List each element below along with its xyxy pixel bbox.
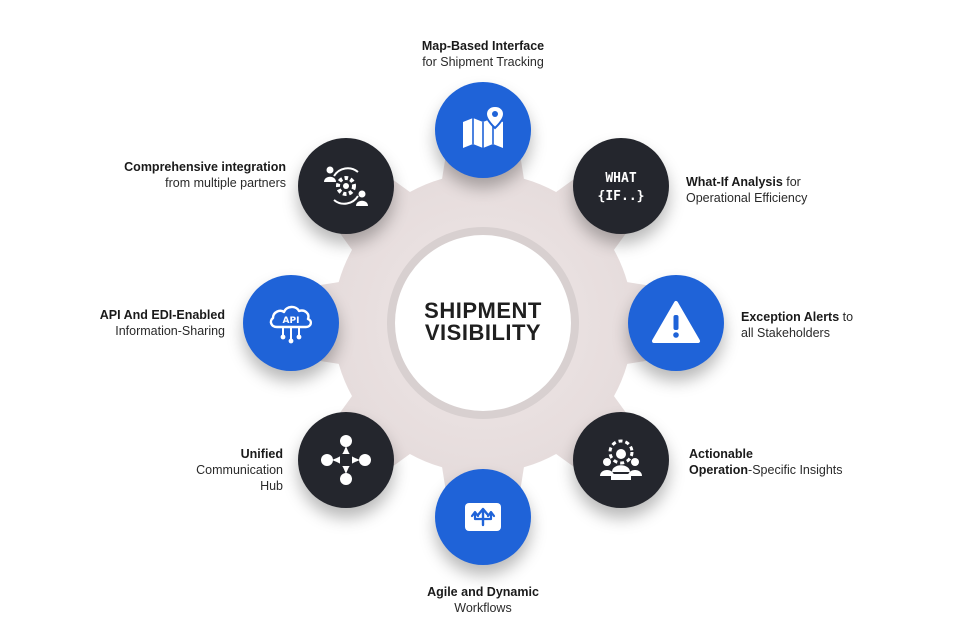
center-title-line1: SHIPMENT xyxy=(424,298,542,323)
map-node xyxy=(435,82,531,178)
center-title: SHIPMENT VISIBILITY xyxy=(400,300,566,344)
api-node: API xyxy=(243,275,339,371)
center-title-line2: VISIBILITY xyxy=(424,320,542,345)
team-gear-icon xyxy=(600,439,642,480)
integration-gear-icon xyxy=(324,166,368,206)
whatif-node: WHAT {IF..} xyxy=(573,138,669,234)
unified-node xyxy=(298,412,394,508)
warning-triangle-icon xyxy=(652,301,700,343)
center-circle xyxy=(395,235,571,411)
svg-text:WHAT: WHAT xyxy=(605,171,636,186)
exception-node xyxy=(628,275,724,371)
what-if-icon: WHAT {IF..} xyxy=(598,171,645,204)
hub-icon xyxy=(321,435,371,485)
workflow-arrows-icon xyxy=(465,503,501,531)
svg-text:{IF..}: {IF..} xyxy=(598,189,645,204)
actionable-node xyxy=(573,412,669,508)
api-cloud-icon: API xyxy=(269,305,313,344)
svg-text:API: API xyxy=(283,316,300,326)
map-pin-icon xyxy=(463,104,506,148)
integration-node xyxy=(298,138,394,234)
agile-node xyxy=(435,469,531,565)
